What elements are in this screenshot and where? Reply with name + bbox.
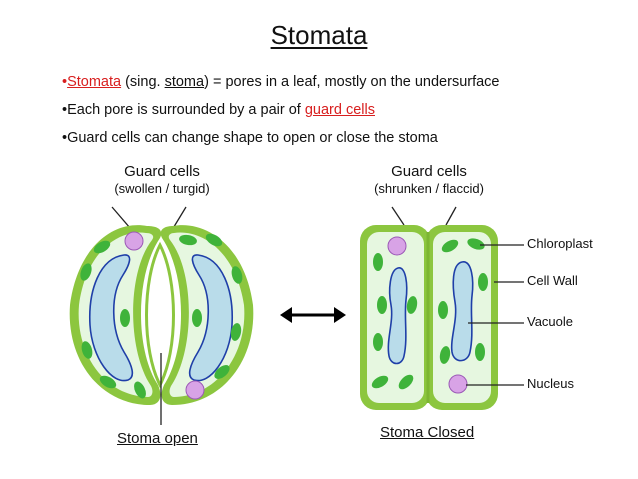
open-stoma-group bbox=[69, 206, 254, 425]
bullet-marker: • bbox=[62, 130, 68, 146]
stoma-pore bbox=[145, 241, 175, 389]
chloroplast bbox=[475, 343, 485, 361]
chloroplast bbox=[398, 374, 414, 390]
right-guard-cells-label: Guard cells (shrunken / flaccid) bbox=[354, 163, 504, 196]
term-stomata: Stomata bbox=[67, 74, 122, 90]
page-title: Stomata bbox=[270, 20, 368, 50]
chloroplast bbox=[439, 346, 451, 364]
chloroplast bbox=[373, 333, 383, 351]
bullet-list: •Stomata (sing. stoma) = pores in a leaf… bbox=[62, 68, 622, 152]
chloroplast bbox=[205, 233, 223, 247]
chloroplast bbox=[373, 253, 383, 271]
chloroplast bbox=[406, 296, 418, 314]
right-closed-vacuole bbox=[450, 261, 474, 362]
nucleus bbox=[124, 231, 144, 251]
chloroplast bbox=[441, 239, 459, 253]
chloroplast bbox=[81, 341, 93, 359]
left-closed-vacuole bbox=[387, 267, 408, 365]
nucleus bbox=[448, 374, 468, 394]
bullet-2-text: Each pore is surrounded by a pair of bbox=[67, 102, 305, 118]
chloroplast bbox=[371, 375, 389, 389]
label-chloroplast: Chloroplast bbox=[527, 236, 593, 251]
closed-stoma-group bbox=[360, 206, 524, 410]
chloroplast bbox=[99, 375, 117, 389]
chloroplast bbox=[231, 266, 243, 284]
chloroplast bbox=[179, 234, 197, 246]
caption-stoma-open: Stoma open bbox=[117, 430, 198, 447]
right-guard-cell-cytoplasm bbox=[168, 232, 245, 397]
leader-line bbox=[391, 206, 405, 226]
bullet-marker: • bbox=[62, 102, 68, 118]
left-vacuole bbox=[89, 254, 134, 382]
bullet-1-rest: ) = pores in a leaf, mostly on the under… bbox=[204, 74, 500, 90]
bullet-3-text: Guard cells can change shape to open or … bbox=[67, 130, 438, 146]
chloroplast bbox=[80, 263, 92, 281]
chloroplast bbox=[214, 365, 230, 379]
nucleus bbox=[387, 236, 407, 256]
bullet-3: •Guard cells can change shape to open or… bbox=[62, 124, 622, 152]
label-nucleus: Nucleus bbox=[527, 376, 574, 391]
bullet-marker: • bbox=[62, 74, 68, 90]
chloroplast bbox=[192, 309, 202, 327]
left-state: (swollen / turgid) bbox=[114, 181, 210, 196]
chloroplast bbox=[438, 301, 448, 319]
right-heading: Guard cells bbox=[391, 163, 467, 180]
chloroplast bbox=[478, 273, 488, 291]
chloroplast bbox=[120, 309, 130, 327]
left-heading: Guard cells bbox=[124, 163, 200, 180]
caption-stoma-closed: Stoma Closed bbox=[380, 424, 475, 441]
label-cell-wall: Cell Wall bbox=[527, 273, 578, 288]
chloroplast bbox=[230, 323, 242, 341]
bullet-1: •Stomata (sing. stoma) = pores in a leaf… bbox=[62, 68, 622, 96]
leader-line bbox=[445, 206, 457, 226]
leader-line bbox=[111, 206, 131, 229]
left-guard-cells-label: Guard cells (swollen / turgid) bbox=[92, 163, 232, 196]
chloroplast bbox=[134, 381, 146, 399]
chloroplast bbox=[377, 296, 387, 314]
bullet-2: •Each pore is surrounded by a pair of gu… bbox=[62, 96, 622, 124]
right-vacuole bbox=[188, 254, 233, 382]
right-state: (shrunken / flaccid) bbox=[374, 181, 484, 196]
nucleus bbox=[185, 380, 205, 400]
bullet-1-mid: (sing. bbox=[121, 74, 165, 90]
chloroplast bbox=[93, 240, 111, 254]
label-vacuole: Vacuole bbox=[527, 314, 574, 329]
chloroplast bbox=[467, 238, 485, 250]
term-stoma: stoma bbox=[164, 74, 205, 90]
double-headed-arrow-icon bbox=[280, 307, 346, 323]
term-guard-cells: guard cells bbox=[304, 102, 375, 118]
